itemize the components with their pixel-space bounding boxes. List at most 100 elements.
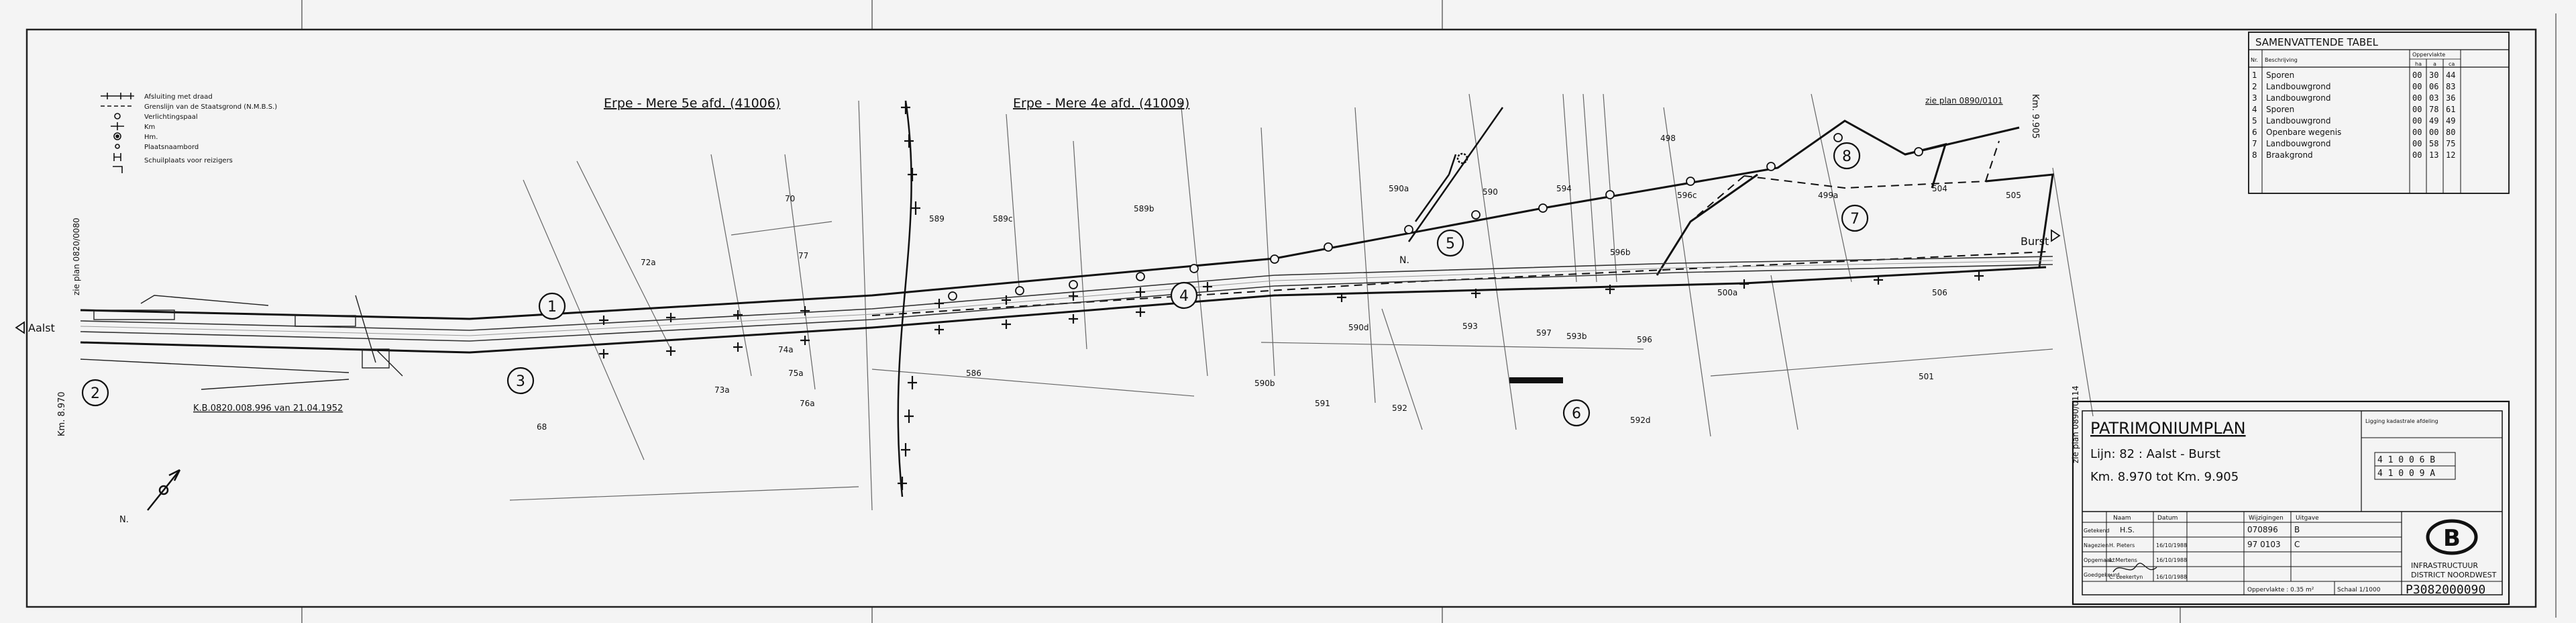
plan-km: Km. 8.970 tot Km. 9.905 (2090, 470, 2239, 484)
org-line-1: INFRASTRUCTUUR (2411, 561, 2478, 570)
svg-text:589c: 589c (993, 214, 1013, 224)
zone-numbers: 1 2 3 4 5 6 7 8 (91, 148, 1860, 422)
svg-text:00: 00 (2412, 139, 2422, 148)
svg-text:4: 4 (2252, 105, 2257, 114)
svg-text:00: 00 (2412, 82, 2422, 91)
dashed-boundaries (871, 140, 2047, 316)
cadastre-code-1: 4 1 0 0 6 B (2377, 455, 2435, 465)
logo-letter: B (2443, 525, 2461, 552)
svg-text:2: 2 (91, 385, 100, 402)
svg-text:00: 00 (2412, 116, 2422, 126)
row-nagezien: Nagezien (2084, 542, 2108, 548)
decree-label: K.B.0820.008.996 van 21.04.1952 (193, 403, 343, 414)
svg-text:3: 3 (2252, 93, 2257, 103)
svg-text:590: 590 (1483, 187, 1498, 197)
scale-label: Schaal 1/1000 (2337, 587, 2381, 593)
svg-text:3: 3 (516, 373, 525, 390)
area-label: Oppervlakte : 0.35 m² (2247, 587, 2314, 593)
svg-text:590b: 590b (1254, 379, 1275, 388)
legend-label-1: Afsluiting met draad (144, 93, 213, 101)
svg-text:593b: 593b (1566, 332, 1587, 341)
svg-text:Landbouwgrond: Landbouwgrond (2266, 82, 2331, 91)
date-opgemaakt: 16/10/1988 (2156, 557, 2187, 563)
svg-text:498: 498 (1660, 134, 1676, 143)
svg-text:72a: 72a (641, 258, 656, 267)
plan-title: PATRIMONIUMPLAN (2090, 419, 2246, 438)
svg-text:499a: 499a (1818, 191, 1838, 200)
svg-text:75: 75 (2446, 139, 2455, 148)
plan-line: Lijn: 82 : Aalst - Burst (2090, 447, 2220, 461)
cadastre-code-2: 4 1 0 0 9 A (2377, 469, 2435, 479)
svg-text:49: 49 (2429, 116, 2438, 126)
summary-col-desc: Beschrijving (2265, 57, 2298, 63)
goedgekeurd-name: C. Leekertyn (2109, 574, 2143, 580)
svg-text:591: 591 (1315, 399, 1330, 408)
zone6-structure (1509, 377, 1563, 383)
north-label-right: N. (1399, 255, 1409, 266)
km-left-label: Km. 8.970 (57, 391, 67, 436)
svg-text:596: 596 (1637, 335, 1652, 344)
north-arrow-left (147, 469, 181, 511)
wijziging-1: 070896 (2247, 525, 2278, 534)
svg-text:2: 2 (2252, 82, 2257, 91)
svg-text:77: 77 (798, 251, 808, 260)
svg-text:83: 83 (2446, 82, 2455, 91)
railway-tracks (80, 256, 2053, 342)
svg-text:13: 13 (2429, 150, 2438, 160)
wijziging-2: 97 0103 (2247, 540, 2281, 549)
km-right-label: Km. 9.905 (2030, 94, 2040, 139)
legend: Afsluiting met draad Grenslijn van de St… (101, 93, 277, 173)
fence-ticks (599, 101, 1984, 490)
parcel-numbers: 70 72a 77 73a 74a 75a 76a 68 589 589c 58… (537, 134, 2021, 432)
svg-text:Landbouwgrond: Landbouwgrond (2266, 93, 2331, 103)
getekend-name: H.S. (2120, 526, 2135, 534)
col-naam: Naam (2113, 515, 2131, 522)
parcel-boundaries (509, 93, 2094, 511)
ref-top-plan: zie plan 0890/0101 (1925, 96, 2003, 105)
date-goedgekeurd: 16/10/1988 (2156, 574, 2187, 580)
aalst-arrow-icon (15, 321, 25, 334)
signature (2112, 563, 2157, 573)
svg-text:80: 80 (2446, 128, 2455, 137)
zone-markers (81, 142, 1869, 427)
svg-text:6: 6 (2252, 128, 2257, 137)
svg-text:74a: 74a (778, 345, 794, 354)
col-datum: Datum (2157, 515, 2178, 522)
district-5-label: Erpe - Mere 5e afd. (41006) (604, 96, 780, 111)
svg-text:7: 7 (2252, 139, 2257, 148)
legend-label-4: Km (144, 124, 155, 131)
svg-text:06: 06 (2429, 82, 2438, 91)
summary-col-no: Nr. (2251, 57, 2258, 63)
svg-text:8: 8 (2252, 150, 2257, 160)
svg-text:592d: 592d (1630, 416, 1651, 425)
svg-text:1: 1 (2252, 70, 2257, 80)
summary-table: SAMENVATTENDE TABEL Nr. Beschrijving Opp… (2248, 32, 2510, 194)
svg-text:78: 78 (2429, 105, 2438, 114)
svg-text:00: 00 (2412, 93, 2422, 103)
svg-text:03: 03 (2429, 93, 2438, 103)
svg-text:Sporen: Sporen (2266, 70, 2294, 80)
svg-text:49: 49 (2446, 116, 2455, 126)
svg-text:5: 5 (2252, 116, 2257, 126)
legend-label-3: Verlichtingspaal (144, 113, 198, 121)
svg-text:70: 70 (785, 194, 795, 203)
col-uitgave: Uitgave (2296, 515, 2319, 522)
uitgave-c: C (2294, 540, 2300, 549)
burst-arrow-icon (2051, 229, 2061, 242)
place-right: Burst (2021, 235, 2049, 248)
svg-text:8: 8 (1842, 148, 1851, 165)
row-goedgekeurd: Goedgekeurd (2084, 572, 2120, 578)
legend-label-5: Hm. (144, 134, 158, 141)
row-getekend: Getekend (2084, 528, 2110, 534)
legend-label-6: Plaatsnaambord (144, 144, 199, 151)
svg-text:Braakgrond: Braakgrond (2266, 150, 2313, 160)
svg-text:4: 4 (1179, 288, 1189, 305)
table-row: 2 Landbouwgrond 00 06 83 (2252, 82, 2455, 91)
svg-text:68: 68 (537, 422, 547, 432)
svg-text:594: 594 (1556, 184, 1572, 193)
